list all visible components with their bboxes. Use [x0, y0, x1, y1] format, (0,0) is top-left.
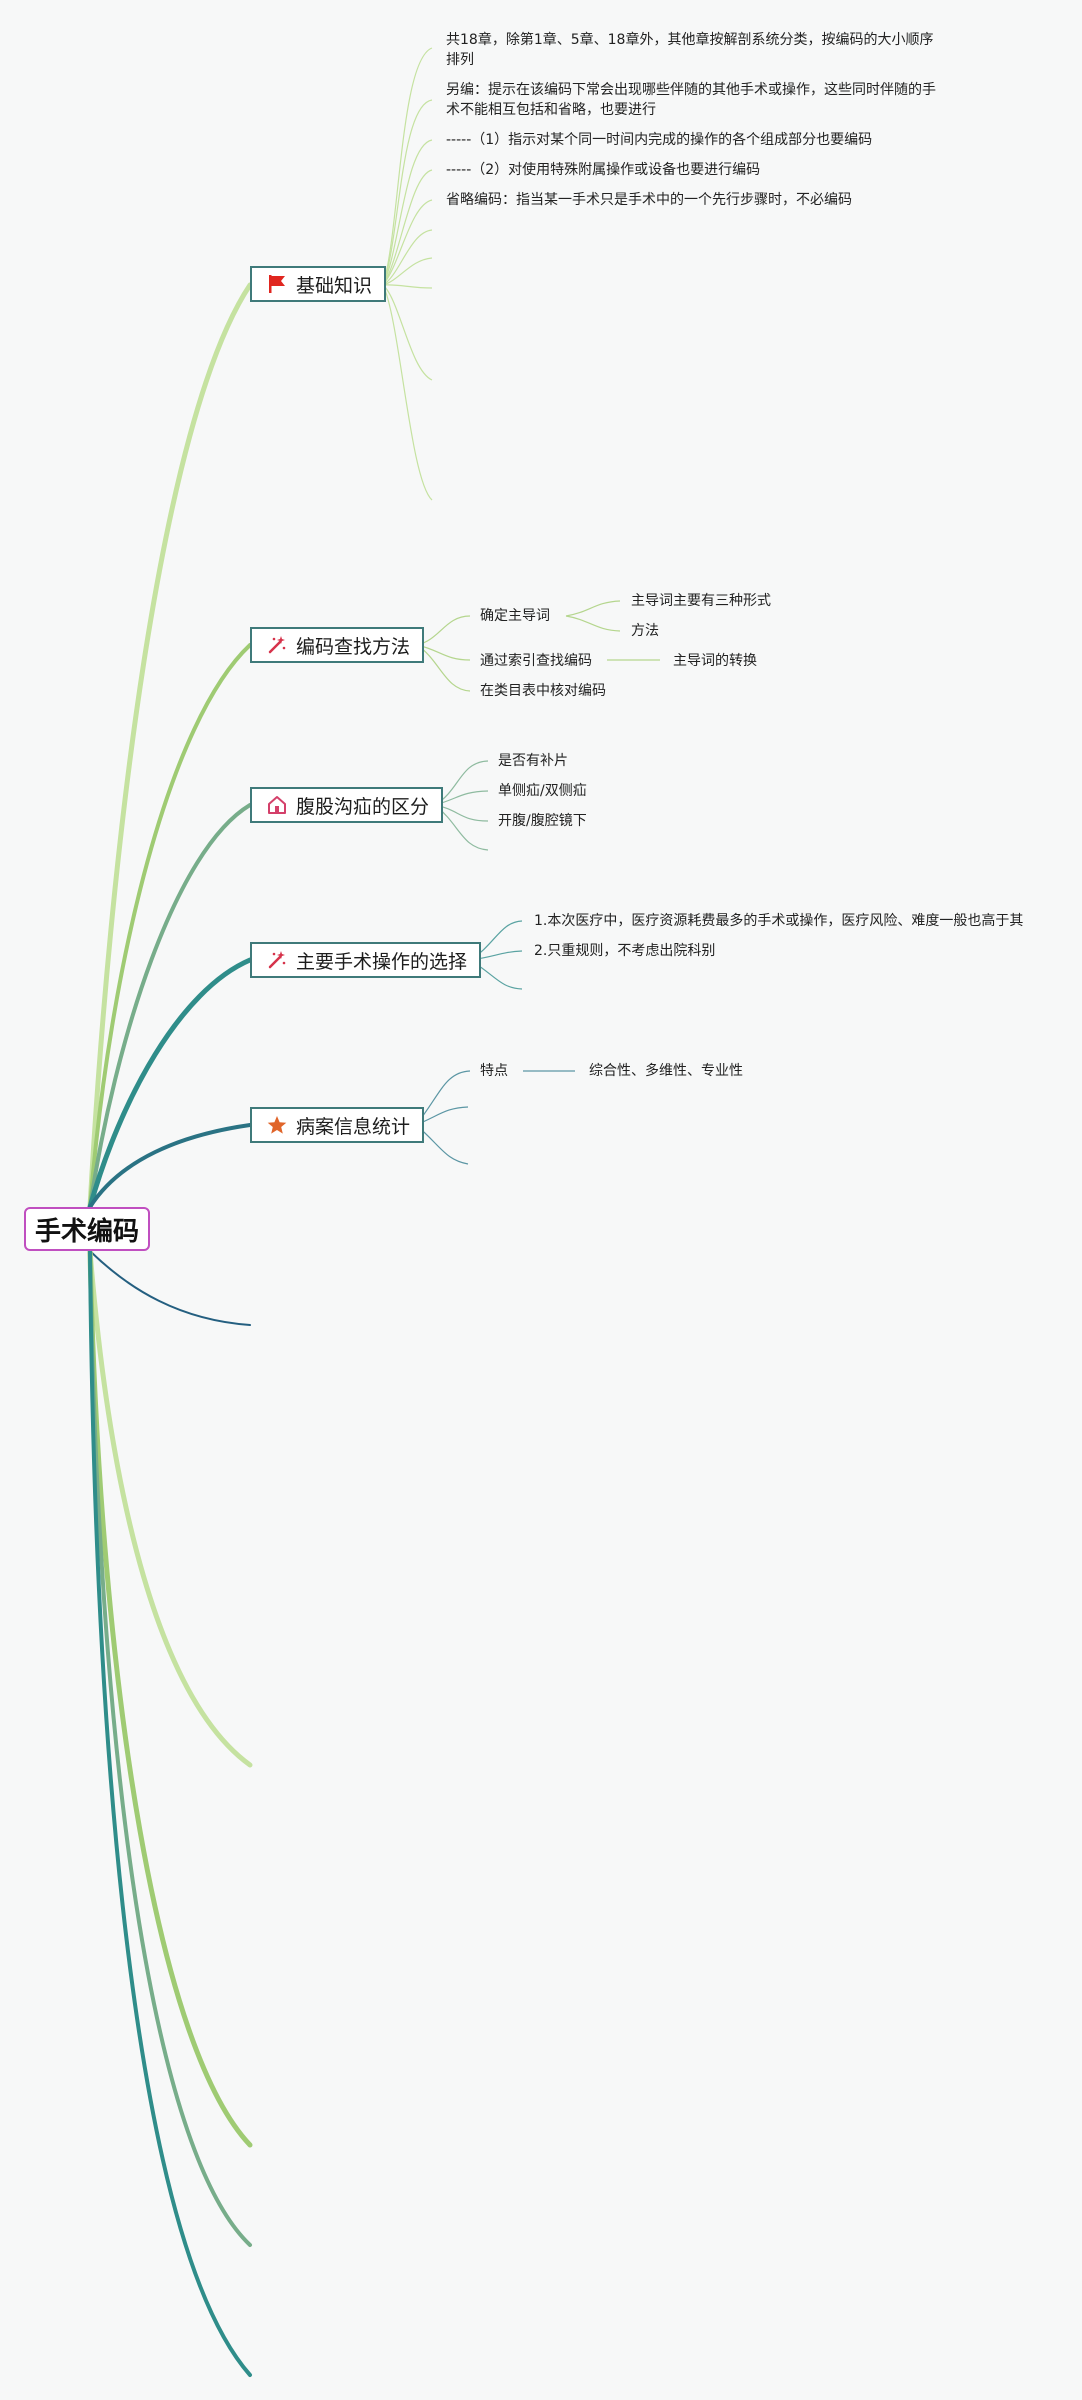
topic-lookup[interactable]: 编码查找方法: [250, 627, 425, 663]
main-surgery-item-1: 1.本次医疗中，医疗资源耗费最多的手术或操作，医疗风险、难度一般也高于其: [534, 913, 1024, 929]
red-flag-icon: [266, 273, 288, 295]
basics-item-4: -----（2）对使用特殊附属操作或设备也要进行编码: [446, 162, 761, 178]
topic-basics-label: 基础知识: [296, 274, 373, 297]
basics-item-3: -----（1）指示对某个同一时间内完成的操作的各个组成部分也要编码: [446, 132, 873, 148]
topic-stats-label: 病案信息统计: [296, 1115, 411, 1138]
topic-hernia-label: 腹股沟疝的区分: [296, 795, 430, 818]
topic-main-surgery[interactable]: 主要手术操作的选择: [250, 942, 482, 978]
hernia-item-3: 开腹/腹腔镜下: [498, 813, 587, 829]
lookup-item-2: 通过索引查找编码: [480, 653, 592, 669]
branch-line-basics: [87, 282, 253, 1210]
topic-stats[interactable]: 病案信息统计: [250, 1107, 425, 1143]
topic-main-surgery-label: 主要手术操作的选择: [296, 950, 468, 973]
root-label: 手术编码: [34, 1216, 139, 1247]
lookup-sub-1: 主导词主要有三种形式: [631, 593, 771, 609]
branch-line-empty-2: [87, 1248, 253, 1768]
hernia-item-1: 是否有补片: [498, 753, 568, 769]
stats-item-1: 特点: [480, 1063, 508, 1079]
magic-wand-icon: [266, 949, 288, 971]
lookup-sub-2: 方法: [631, 623, 659, 639]
root-node[interactable]: 手术编码: [24, 1207, 150, 1251]
branch-line-empty-4: [88, 1249, 252, 2247]
branch-line-empty-5: [88, 1249, 252, 2377]
topic-lookup-label: 编码查找方法: [296, 635, 411, 658]
topic-basics[interactable]: 基础知识: [250, 266, 387, 302]
lookup-sub-3: 主导词的转换: [673, 653, 757, 669]
basics-item-2: 另编：提示在该编码下常会出现哪些伴随的其他手术或操作，这些同时伴随的手术不能相互…: [446, 82, 936, 118]
main-surgery-item-2: 2.只重规则，不考虑出院科别: [534, 943, 716, 959]
branch-line-empty-1: [89, 1250, 251, 1326]
hernia-item-2: 单侧疝/双侧疝: [498, 783, 587, 799]
branch-line-empty-3: [87, 1248, 253, 2148]
magic-wand-icon: [266, 634, 288, 656]
basics-item-1: 共18章，除第1章、5章、18章外，其他章按解剖系统分类，按编码的大小顺序排列: [446, 32, 934, 68]
branch-line-main-surgery: [87, 957, 253, 1210]
stats-sub-1: 综合性、多维性、专业性: [589, 1063, 743, 1079]
branch-line-hernia: [88, 803, 252, 1209]
branch-line-stats: [88, 1123, 252, 1209]
house-icon: [266, 794, 288, 816]
lookup-item-3: 在类目表中核对编码: [480, 683, 606, 699]
branch-line-lookup: [88, 643, 252, 1209]
topic-hernia[interactable]: 腹股沟疝的区分: [250, 787, 444, 823]
basics-item-5: 省略编码：指当某一手术只是手术中的一个先行步骤时，不必编码: [446, 192, 852, 208]
star-icon: [266, 1114, 288, 1136]
lookup-item-1: 确定主导词: [480, 608, 550, 624]
